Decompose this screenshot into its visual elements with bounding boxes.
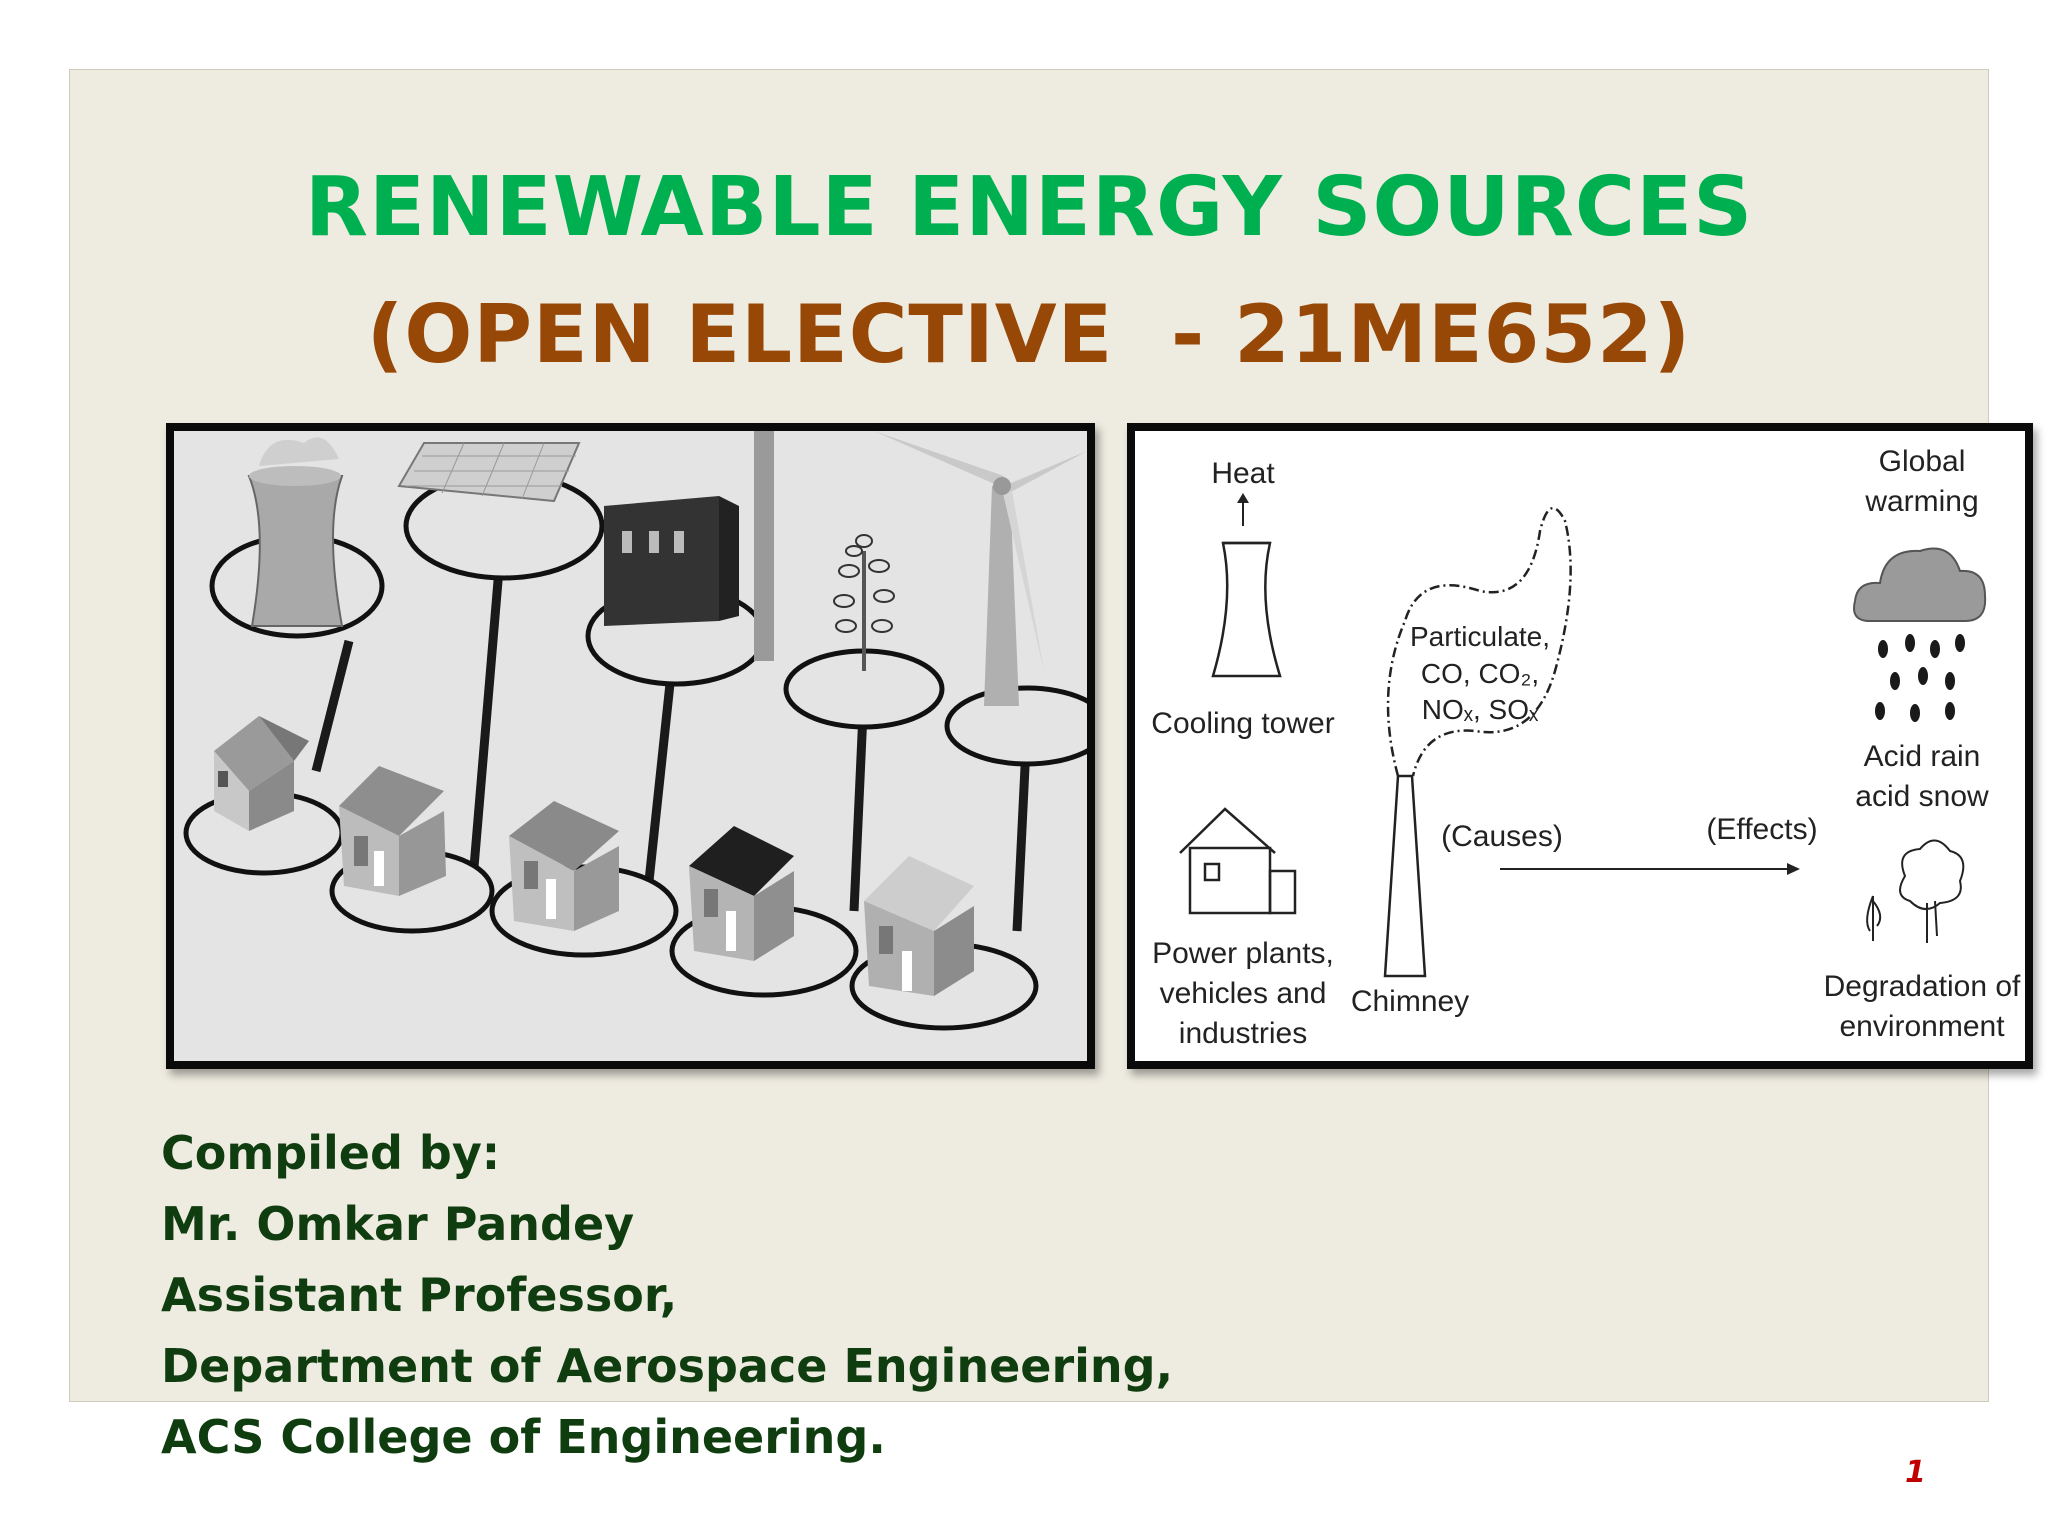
degradation-line1: Degradation of xyxy=(1824,970,2021,1003)
causes-label: (Causes) xyxy=(1441,820,1563,853)
pollution-diagram: Heat Cooling tower Power plants, vehicle… xyxy=(1127,423,2033,1069)
author-position: Assistant Professor, xyxy=(161,1268,678,1322)
svg-text:CO, CO₂,: CO, CO₂, xyxy=(1421,658,1539,689)
page-number: 1 xyxy=(1905,1455,1926,1490)
heat-label: Heat xyxy=(1211,457,1275,490)
chimney-label: Chimney xyxy=(1351,985,1469,1018)
author-name: Mr. Omkar Pandey xyxy=(161,1197,635,1251)
svg-text:NOₓ, SOₓ: NOₓ, SOₓ xyxy=(1422,694,1539,725)
slide-subtitle: (OPEN ELECTIVE - 21ME652) xyxy=(366,288,1692,381)
power-plants-line2: vehicles and xyxy=(1160,977,1327,1010)
cooling-tower-label: Cooling tower xyxy=(1151,707,1334,740)
slide-title: RENEWABLE ENERGY SOURCES xyxy=(304,160,1754,255)
author-college: ACS College of Engineering. xyxy=(161,1410,886,1464)
credits-heading: Compiled by: xyxy=(161,1126,501,1180)
acid-rain-line2: acid snow xyxy=(1855,780,1989,813)
global-warming-line2: warming xyxy=(1864,485,1978,518)
slide-panel: RENEWABLE ENERGY SOURCES (OPEN ELECTIVE … xyxy=(69,69,2033,1464)
credits-block: Compiled by: Mr. Omkar Pandey Assistant … xyxy=(161,1118,1173,1473)
global-warming-line1: Global xyxy=(1879,445,1966,478)
chimney-icon xyxy=(1383,774,1427,978)
energy-grid-illustration xyxy=(166,423,1095,1069)
degraded-trees-icon xyxy=(1866,839,1965,943)
cooling-tower-icon xyxy=(1211,541,1282,678)
effects-label: (Effects) xyxy=(1706,813,1817,846)
svg-text:Particulate,: Particulate, xyxy=(1410,621,1550,652)
acid-rain-line1: Acid rain xyxy=(1864,740,1981,773)
author-department: Department of Aerospace Engineering, xyxy=(161,1339,1174,1393)
energy-grid-drawing xyxy=(174,431,1087,1061)
degradation-line2: environment xyxy=(1839,1010,2005,1043)
smoke-cloud-icon xyxy=(1386,507,1572,777)
house-icon xyxy=(1179,807,1297,915)
power-plants-line1: Power plants, xyxy=(1152,937,1334,970)
rain-cloud-icon xyxy=(1853,547,1987,722)
power-plants-line3: industries xyxy=(1179,1017,1307,1050)
pollution-drawing: Heat Cooling tower Power plants, vehicle… xyxy=(1135,431,2025,1061)
